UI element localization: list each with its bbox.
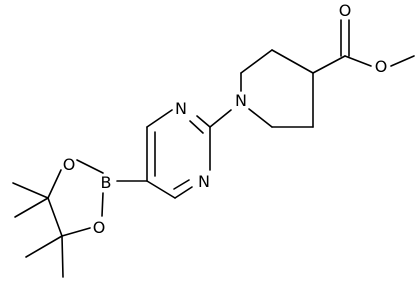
bond-methyl-4 <box>61 235 64 278</box>
atom-label-n-pyrimidine-bottom: N <box>198 172 210 191</box>
bond-pyr-c4-n3-b <box>173 179 190 190</box>
methyl-ester-group <box>312 19 415 74</box>
atom-label-o-ester: O <box>375 57 388 76</box>
bond-b-o-bottom <box>101 192 104 217</box>
bond-n-pip-to-pyrimidine <box>209 109 232 128</box>
pinacol-boronate-group <box>12 159 104 278</box>
bond-pyr-c4-n3-a <box>174 186 193 199</box>
pyrimidine-ring <box>146 109 211 199</box>
bond-pyr-c5-c4 <box>146 180 176 199</box>
atom-label-n-piperidine: N <box>235 91 247 110</box>
bond-pyr-c2-n1-a <box>196 115 211 128</box>
bond-ring-carbonyl <box>312 55 346 74</box>
atom-label-o-boron-top: O <box>63 155 76 174</box>
bond-pip-2 <box>240 49 273 74</box>
bond-c-c-pinacol <box>47 197 63 237</box>
bond-methyl-3 <box>25 235 63 258</box>
bond-b-o-top <box>76 159 104 174</box>
bond-c-o-ester <box>344 55 372 67</box>
bond-pyr-n1-c6 <box>146 109 173 128</box>
bond-pyr-c2-n1-b <box>189 120 204 134</box>
atom-label-boron: B <box>101 173 112 192</box>
bond-pip-4 <box>248 108 273 128</box>
piperidine-ring <box>240 49 314 128</box>
bond-methyl-2 <box>12 182 49 199</box>
atom-label-o-boron-bottom: O <box>93 218 106 237</box>
atom-label-o-carbonyl: O <box>339 1 352 20</box>
atom-label-n-pyrimidine-top: N <box>175 99 187 118</box>
bond-o-bottom-c <box>61 227 91 237</box>
bond-methyl-1 <box>14 197 49 218</box>
bond-o-methyl <box>390 55 415 67</box>
bond-o-top-c <box>47 169 62 199</box>
bond-pip-1 <box>271 49 314 74</box>
